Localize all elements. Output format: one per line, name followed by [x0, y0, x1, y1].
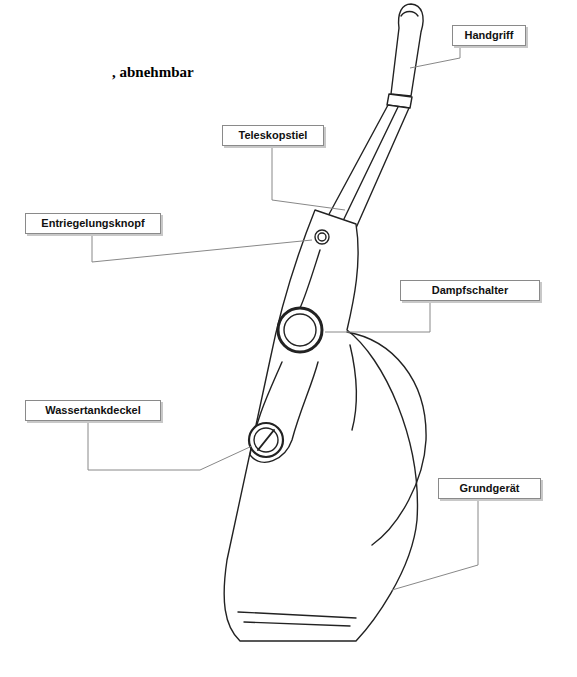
grip-recess [350, 345, 356, 430]
part-name: Teleskopstiel [230, 129, 316, 142]
tank-cap-slot [258, 430, 274, 450]
part-name: Entriegelungsknopf [33, 217, 153, 230]
tank-recess [250, 362, 318, 462]
foot-line [238, 612, 356, 618]
leader-line [272, 146, 345, 210]
handle [391, 4, 423, 96]
leader-line [325, 301, 430, 332]
part-name: Dampfschalter [408, 284, 532, 297]
handle-tip [401, 12, 418, 17]
label-box: Wassertankdeckel [25, 400, 161, 421]
label-box: Grundgerät [438, 478, 541, 499]
tank-cap [249, 423, 283, 457]
steam-switch [284, 314, 316, 346]
leader-line [92, 234, 312, 262]
release-button [315, 230, 329, 244]
foot-line [244, 622, 350, 626]
part-name: Wassertankdeckel [33, 404, 153, 417]
label-box: Handgriff [452, 25, 526, 46]
leader-line [88, 421, 252, 470]
label-box: Entriegelungsknopf [25, 213, 161, 234]
label-box: Dampfschalter [400, 280, 540, 301]
leader-line [392, 499, 478, 590]
leader-line [410, 46, 460, 68]
caption-fragment: , abnehmbar [112, 64, 194, 81]
part-name: Handgriff [460, 29, 518, 42]
tank-cap [254, 428, 278, 452]
part-name: Grundgerät [446, 482, 533, 495]
release-button [318, 233, 326, 241]
rear-shell [347, 332, 426, 545]
main-body [224, 210, 417, 641]
label-box: Teleskopstiel [222, 125, 324, 146]
steam-switch [278, 308, 322, 352]
leader-lines [88, 46, 478, 590]
stick-line [342, 107, 398, 223]
body-ridge [300, 250, 320, 308]
